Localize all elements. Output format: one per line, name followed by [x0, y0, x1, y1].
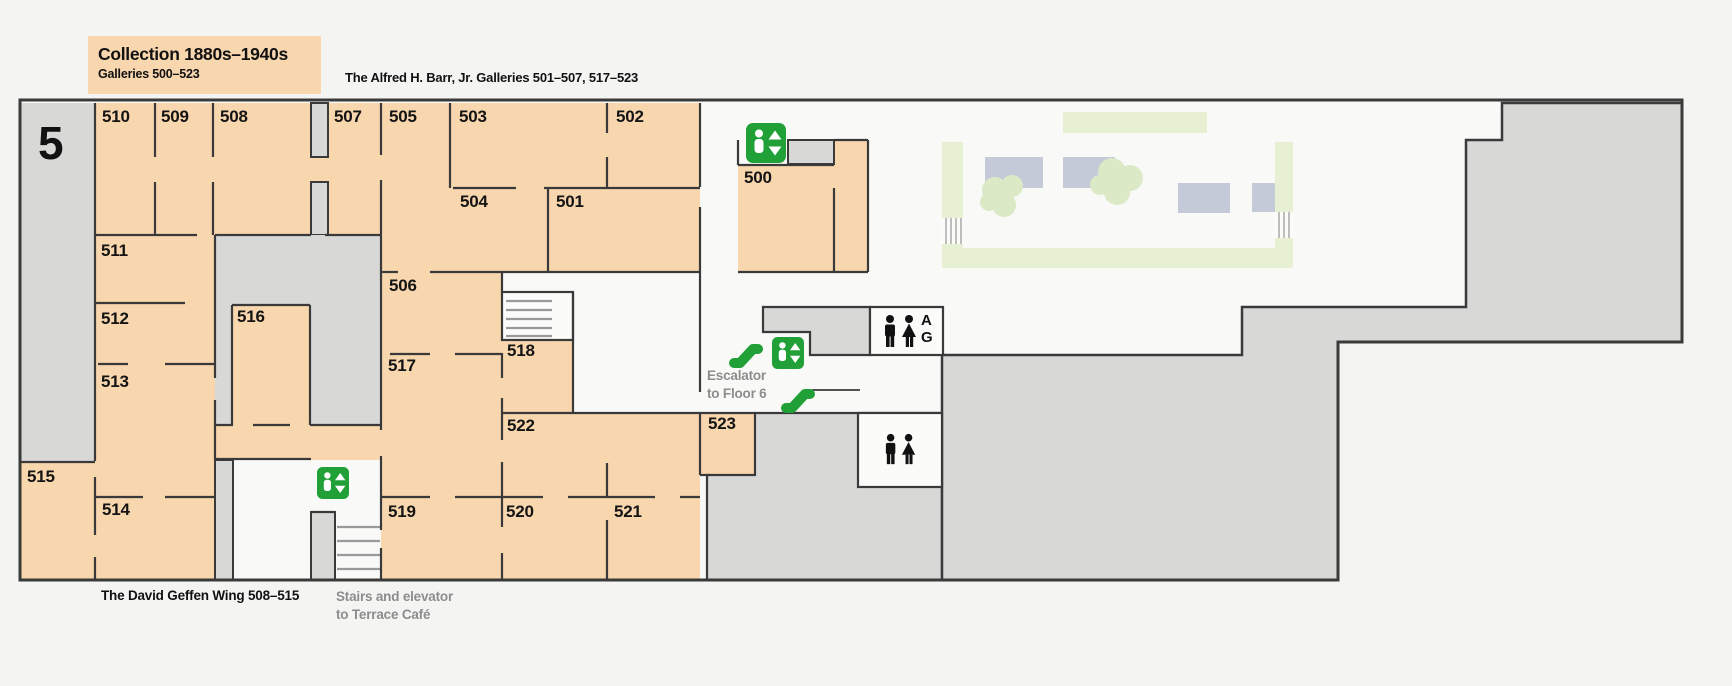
restroom-room: [856, 411, 944, 489]
room-label-509: 509: [161, 107, 189, 126]
room-label-501: 501: [556, 192, 584, 211]
room-label-518: 518: [507, 341, 535, 360]
room-label-507: 507: [334, 107, 362, 126]
interior-walls: [20, 103, 870, 580]
elevator-icon: [746, 123, 786, 168]
room-label-511: 511: [101, 241, 128, 260]
room-label-516: 516: [237, 307, 265, 326]
room-label-508: 508: [220, 107, 248, 126]
room-label-503: 503: [459, 107, 487, 126]
gallery-areas: [20, 103, 868, 580]
room-label-523: 523: [708, 414, 736, 433]
geffen-wing-label: The David Geffen Wing 508–515: [101, 588, 300, 603]
escalator-icon: [779, 381, 817, 420]
room-label-504: 504: [460, 192, 488, 211]
room-label-514: 514: [102, 500, 130, 519]
room-label-506: 506: [389, 276, 417, 295]
room-label-505: 505: [389, 107, 417, 126]
tree-icon: [980, 175, 1023, 217]
barr-galleries-label: The Alfred H. Barr, Jr. Galleries 501–50…: [345, 70, 639, 85]
room-label-512: 512: [101, 309, 129, 328]
building-outline: [18, 98, 1684, 582]
stairs-icon: [337, 290, 575, 571]
collection-title: Collection 1880s–1940s: [98, 44, 288, 64]
terrace-stairs-note: Stairs and elevator to Terrace Café: [336, 589, 454, 622]
floor-number: 5: [38, 117, 64, 169]
room-label-515: 515: [27, 467, 55, 486]
sculpture-garden: [941, 112, 1294, 268]
room-label-522: 522: [507, 416, 535, 435]
room-label-510: 510: [102, 107, 130, 126]
legend-title-box: Collection 1880s–1940s Galleries 500–523: [88, 36, 321, 94]
room-label-520: 520: [506, 502, 534, 521]
restroom-icon: [883, 315, 919, 353]
elevator-icon: [317, 467, 349, 504]
room-label-521: 521: [614, 502, 642, 521]
room-label-502: 502: [616, 107, 644, 126]
room-label-519: 519: [388, 502, 416, 521]
restroom-icon: [884, 431, 918, 473]
escalator-note: Escalator to Floor 6: [707, 368, 767, 401]
room-label-513: 513: [101, 372, 129, 391]
collection-galleries-range: Galleries 500–523: [98, 67, 200, 81]
garden-stairs-icon: [941, 212, 1294, 244]
escalator-icon: [727, 336, 765, 375]
elevator-icon: [772, 337, 804, 374]
tree-icon: [1090, 158, 1143, 205]
all-gender-label: A G: [921, 312, 933, 346]
room-label-517: 517: [388, 356, 416, 375]
room-label-500: 500: [744, 168, 772, 187]
